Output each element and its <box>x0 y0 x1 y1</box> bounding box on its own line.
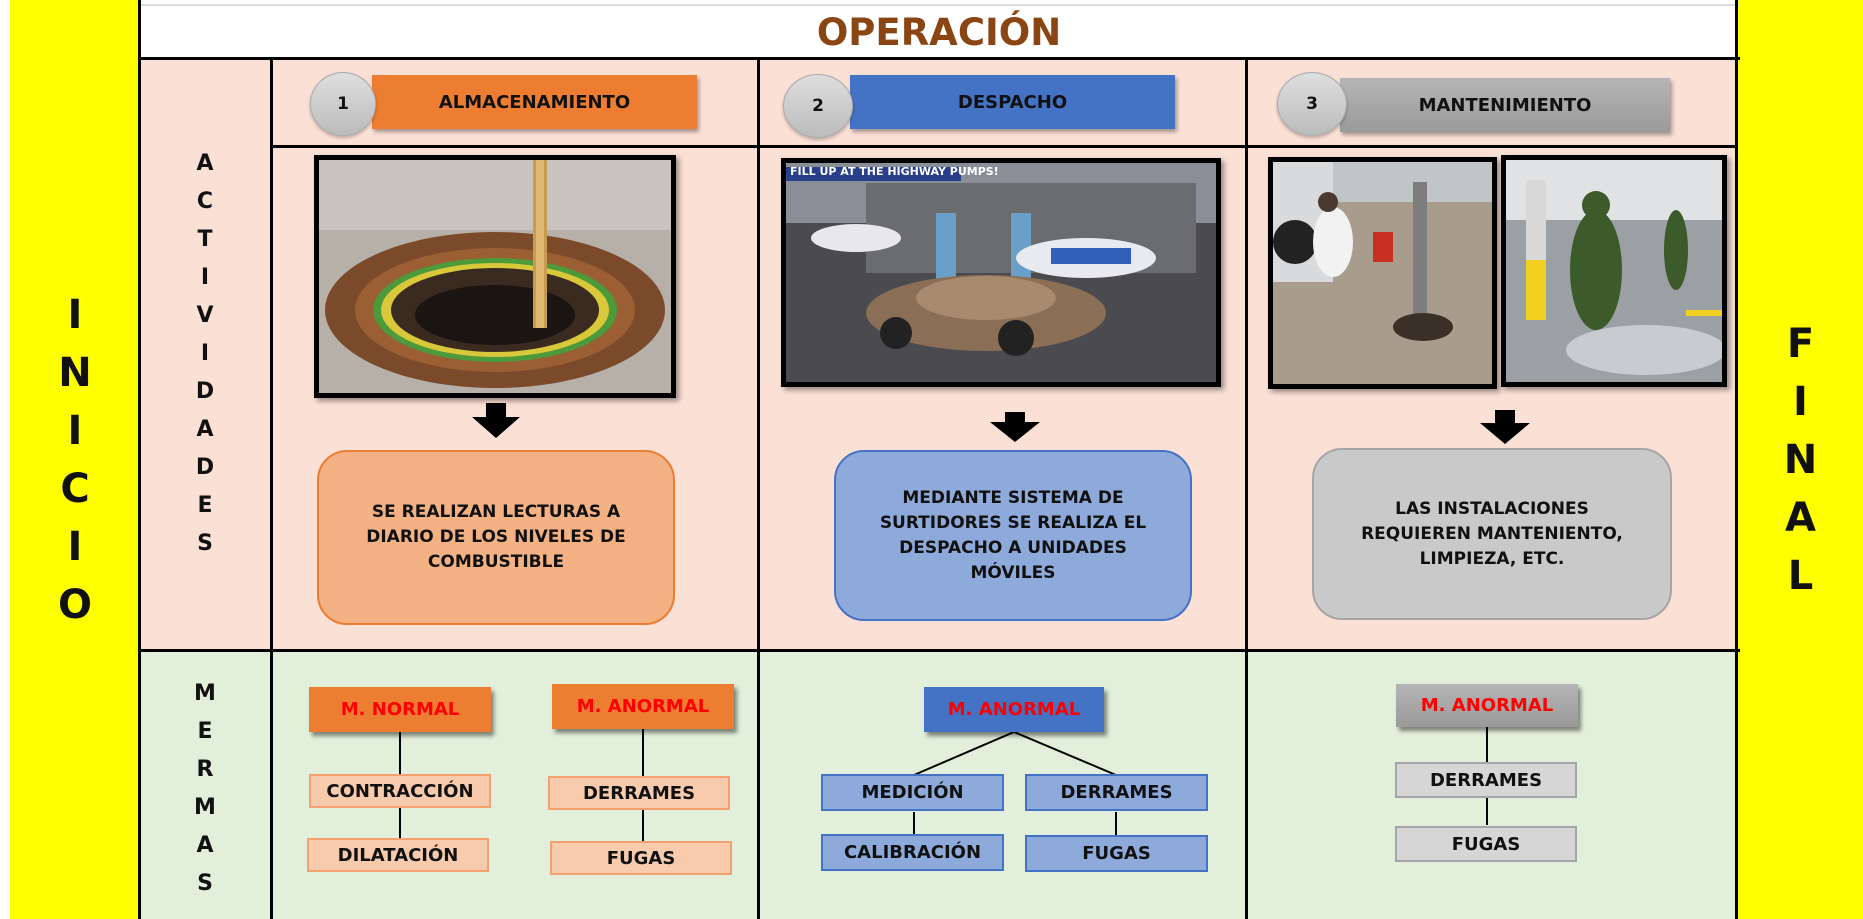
actividades-label: A C T I V I D A D E S <box>195 151 215 556</box>
maintenance-photo <box>1268 157 1497 389</box>
merma-item: DERRAMES <box>1025 774 1208 811</box>
final-letter: L <box>1787 552 1814 599</box>
inicio-letter: I <box>67 407 83 454</box>
connector-lines <box>913 732 1117 835</box>
inicio-letter: O <box>57 581 92 628</box>
stage-3-tab: MANTENIMIENTO <box>1340 78 1670 132</box>
down-arrow-icon <box>1480 410 1530 444</box>
merma-item: CALIBRACIÓN <box>821 834 1004 871</box>
stage-1-description: SE REALIZAN LECTURAS A DIARIO DE LOS NIV… <box>317 450 675 625</box>
merma-anormal-header: M. ANORMAL <box>552 684 734 729</box>
stage-2-tab: DESPACHO <box>850 75 1175 129</box>
cleaning-photo <box>1501 155 1727 387</box>
mermas-label: M E R M A S <box>194 681 216 896</box>
inicio-band: I N I C I O <box>10 0 140 919</box>
final-letter: A <box>1785 494 1816 541</box>
stage-3-description: LAS INSTALACIONES REQUIEREN MANTENIENTO,… <box>1312 448 1672 620</box>
inicio-letter: N <box>58 349 92 396</box>
stage-1-number: 1 <box>310 72 376 136</box>
grid-line <box>1735 0 1738 919</box>
final-letter: F <box>1786 320 1815 367</box>
down-arrow-icon <box>472 403 520 438</box>
final-band: F I N A L <box>1738 0 1863 919</box>
merma-item: FUGAS <box>1395 826 1577 862</box>
merma-item: FUGAS <box>550 841 732 875</box>
merma-item: FUGAS <box>1025 835 1208 872</box>
grid-line <box>138 57 1740 60</box>
storage-tank-photo <box>314 155 676 398</box>
merma-item: MEDICIÓN <box>821 774 1004 811</box>
photo-caption: FILL UP AT THE HIGHWAY PUMPS! <box>790 165 999 178</box>
grid-line <box>138 0 141 919</box>
final-letter: I <box>1793 378 1808 425</box>
merma-item: CONTRACCIÓN <box>309 774 491 808</box>
stage-2-description: MEDIANTE SISTEMA DE SURTIDORES SE REALIZ… <box>834 450 1192 621</box>
grid-line <box>138 4 1740 6</box>
merma-anormal-header: M. ANORMAL <box>924 687 1104 732</box>
grid-line <box>270 57 273 919</box>
grid-line <box>138 649 1740 652</box>
inicio-letter: I <box>67 291 83 338</box>
stage-2-number: 2 <box>783 74 853 138</box>
grid-line <box>757 57 760 919</box>
inicio-letter: C <box>60 465 90 512</box>
grid-line <box>1245 57 1248 919</box>
stage-1-tab: ALMACENAMIENTO <box>372 75 697 129</box>
down-arrow-icon <box>990 412 1040 442</box>
final-letter: N <box>1783 436 1818 483</box>
merma-normal-header: M. NORMAL <box>309 687 491 732</box>
merma-anormal-header: M. ANORMAL <box>1396 684 1578 727</box>
gas-station-photo: FILL UP AT THE HIGHWAY PUMPS! <box>781 158 1221 387</box>
merma-item: DERRAMES <box>548 776 730 810</box>
merma-item: DERRAMES <box>1395 762 1577 798</box>
inicio-letter: I <box>67 523 83 570</box>
page-title: OPERACIÓN <box>816 11 1062 54</box>
stage-3-number: 3 <box>1277 72 1347 136</box>
grid-line <box>270 145 1738 148</box>
merma-item: DILATACIÓN <box>307 838 489 872</box>
